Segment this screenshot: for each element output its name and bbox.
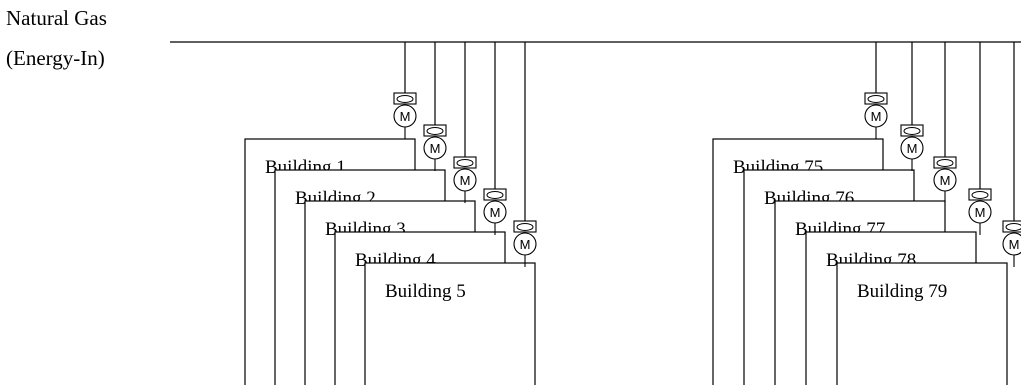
gas-meter-icon: M xyxy=(453,156,477,203)
building-box xyxy=(364,262,536,385)
gas-meter-icon: M xyxy=(900,124,924,171)
meter-symbol: M xyxy=(940,173,951,188)
meter-symbol: M xyxy=(430,141,441,156)
meter-symbol: M xyxy=(400,109,411,124)
meter-symbol: M xyxy=(520,237,531,252)
gas-meter-icon: M xyxy=(393,92,417,139)
gas-meter-icon: M xyxy=(864,92,888,139)
gas-meter-icon: M xyxy=(933,156,957,203)
meter-symbol: M xyxy=(871,109,882,124)
supply-title-line2: (Energy-In) xyxy=(6,46,105,70)
gas-meter-icon: M xyxy=(483,188,507,235)
building-label: Building 79 xyxy=(857,281,947,302)
gas-meter-icon: M xyxy=(968,188,992,235)
building-label: Building 5 xyxy=(385,281,466,302)
gas-meter-icon: M xyxy=(513,220,537,267)
building-box xyxy=(836,262,1008,385)
gas-meter-icon: M xyxy=(423,124,447,171)
gas-meter-icon: M xyxy=(1002,220,1021,267)
meter-symbol: M xyxy=(1009,237,1020,252)
meter-symbol: M xyxy=(460,173,471,188)
supply-title-line1: Natural Gas xyxy=(6,6,107,30)
meter-symbol: M xyxy=(907,141,918,156)
meter-symbol: M xyxy=(975,205,986,220)
meter-symbol: M xyxy=(490,205,501,220)
